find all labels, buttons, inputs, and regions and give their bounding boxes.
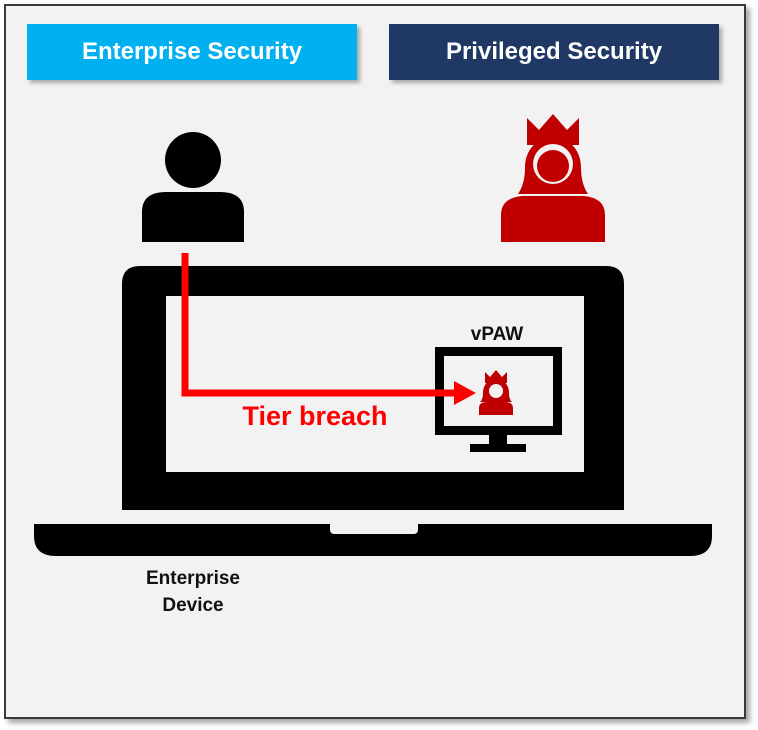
privileged-security-label: Privileged Security [445,38,663,65]
enterprise-security-banner: Enterprise Security [27,24,357,80]
enterprise-device-label-line1: Enterprise [146,568,240,589]
user-icon [142,132,244,242]
privileged-security-banner: Privileged Security [389,24,719,80]
vpaw-admin-icon [479,370,513,415]
vpaw-label: vPAW [471,324,524,345]
tier-breach-label: Tier breach [242,401,387,431]
crowned-admin-icon [501,114,605,242]
enterprise-security-label: Enterprise Security [81,38,303,65]
enterprise-device-label-line2: Device [162,595,223,616]
tier-breach-arrow [181,253,476,405]
